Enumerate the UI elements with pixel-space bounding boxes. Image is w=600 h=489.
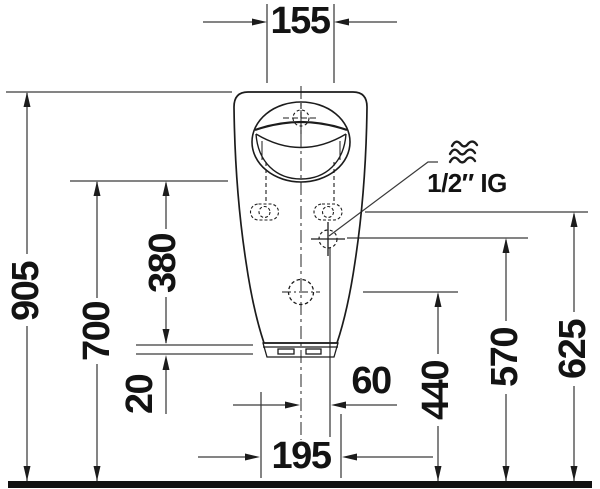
- dim-outlet-height-lines: [363, 291, 458, 481]
- leader-line: [328, 161, 438, 237]
- dim-overall-height-lines: [6, 91, 232, 481]
- water-supply-connection: [311, 222, 345, 256]
- top-inlet-marker: [283, 103, 319, 134]
- mounting-hole-right: [313, 203, 343, 221]
- dim-rim-height-lines: [70, 180, 228, 481]
- urinal-base-plinth: [262, 342, 339, 358]
- dim-fixing-height-lines: [365, 211, 588, 481]
- dim-bottom-gap-lines: [136, 344, 253, 414]
- dim-top-width-lines: [203, 4, 397, 83]
- ground-line: [8, 481, 592, 488]
- dim-mid-span-lines: [162, 181, 170, 344]
- dim-inlet-height-lines: [347, 237, 528, 481]
- dim-outlet-offset-lines: [233, 248, 397, 437]
- urinal-body-outline: [233, 91, 368, 344]
- dim-bottom-width-lines: [198, 392, 433, 478]
- outlet-marker: [282, 278, 320, 306]
- mounting-hole-left: [249, 203, 280, 221]
- water-waves-icon: [448, 140, 479, 164]
